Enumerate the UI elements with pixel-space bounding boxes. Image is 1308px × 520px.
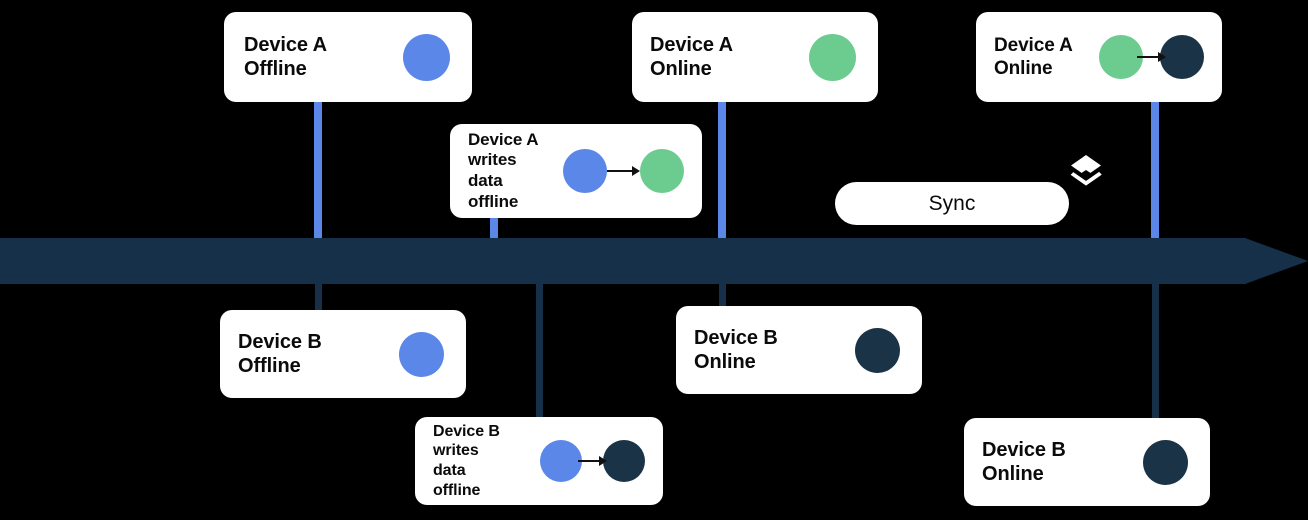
status-dot-blue	[403, 33, 450, 81]
timeline-arrow-icon	[1245, 238, 1308, 284]
card-device-a-online-synced[interactable]: Device A Online	[976, 12, 1222, 102]
status-dot-navy	[1143, 439, 1188, 485]
connector-device-a-offline	[314, 100, 322, 242]
card-device-b-online[interactable]: Device B Online	[676, 306, 922, 394]
card-label: Device A Offline	[244, 33, 327, 80]
status-dot-blue	[540, 440, 582, 482]
card-visual	[1099, 35, 1204, 79]
card-visual	[403, 33, 450, 81]
status-dot-navy	[855, 327, 900, 373]
card-visual	[540, 440, 645, 482]
card-label: Device A writes data offline	[468, 129, 539, 211]
card-device-b-offline[interactable]: Device B Offline	[220, 310, 466, 398]
card-visual	[399, 331, 444, 377]
card-label: Device B writes data offline	[433, 422, 500, 499]
card-label: Device A Online	[994, 34, 1073, 79]
sync-label: Sync	[928, 191, 976, 215]
card-device-a-writes-data-offline[interactable]: Device A writes data offline	[450, 124, 702, 218]
card-visual	[809, 33, 856, 81]
connector-device-a-online-synced	[1151, 100, 1159, 242]
status-dot-green	[809, 33, 856, 81]
card-device-a-online[interactable]: Device A Online	[632, 12, 878, 102]
card-device-a-offline[interactable]: Device A Offline	[224, 12, 472, 102]
status-dot-green	[1099, 35, 1143, 79]
connector-device-a-writes-data-offline	[490, 215, 498, 243]
status-dot-navy	[1160, 35, 1204, 79]
status-dot-green	[640, 149, 684, 193]
transition-arrow-icon	[607, 166, 640, 176]
sync-pill[interactable]: Sync	[835, 182, 1069, 225]
card-visual	[1143, 439, 1188, 485]
connector-device-a-online	[718, 100, 726, 242]
transition-arrow-icon	[1137, 52, 1166, 62]
card-label: Device A Online	[650, 33, 733, 80]
transition-arrow-icon	[578, 456, 607, 466]
card-label: Device B Offline	[238, 330, 322, 377]
card-device-b-online-synced[interactable]: Device B Online	[964, 418, 1210, 506]
card-label: Device B Online	[982, 438, 1066, 485]
card-label: Device B Online	[694, 326, 778, 373]
connector-device-b-writes-data-offline	[536, 281, 543, 417]
card-visual	[563, 149, 684, 193]
card-visual	[855, 327, 900, 373]
status-dot-navy	[603, 440, 645, 482]
status-dot-blue	[563, 149, 607, 193]
connector-device-b-offline	[315, 281, 322, 311]
connector-device-b-online-synced	[1152, 281, 1159, 418]
layers-icon	[1070, 155, 1102, 186]
timeline-bar	[0, 238, 1246, 284]
connector-device-b-online	[719, 281, 726, 307]
status-dot-blue	[399, 331, 444, 377]
card-device-b-writes-data-offline[interactable]: Device B writes data offline	[415, 417, 663, 505]
